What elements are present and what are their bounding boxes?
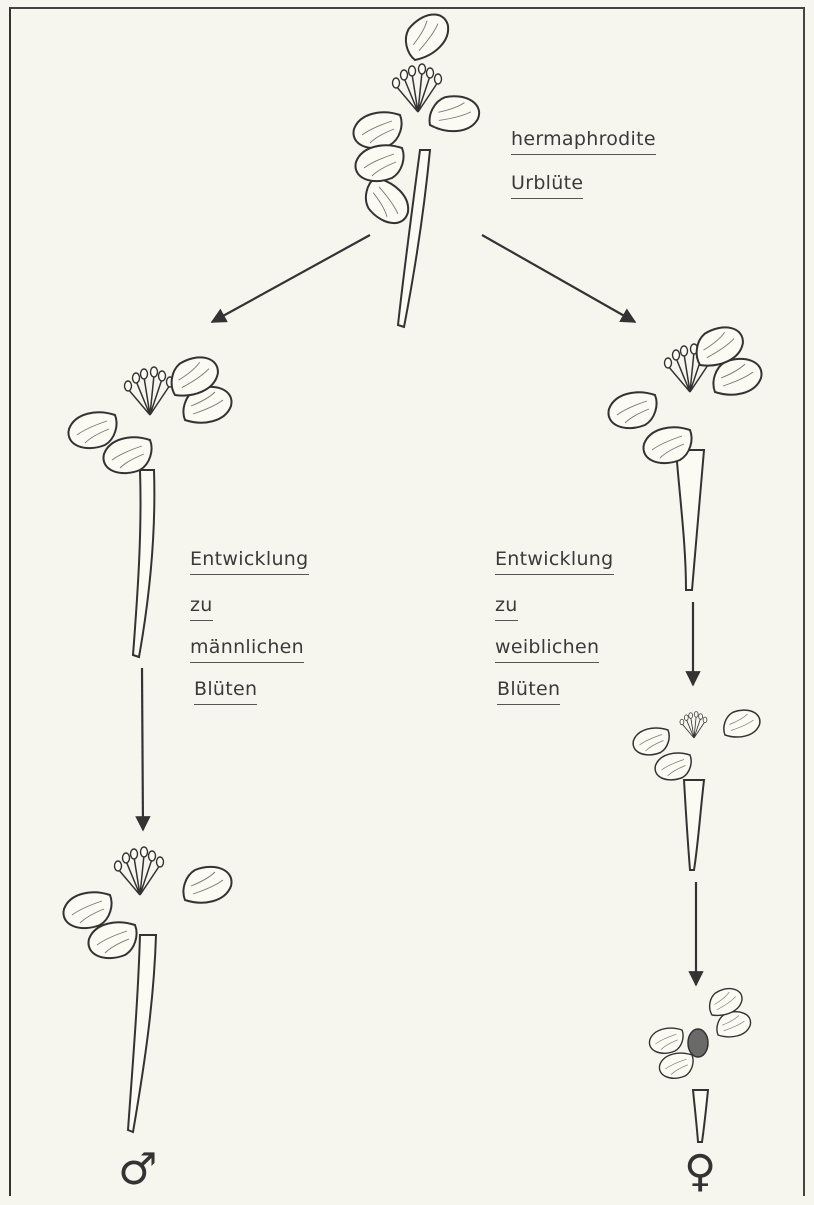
arrow-icon xyxy=(482,235,635,322)
male-symbol-icon: ♂ xyxy=(118,1148,157,1192)
female-label-line1: Entwicklung xyxy=(495,548,614,575)
male-label-line1: Entwicklung xyxy=(190,548,309,575)
female-symbol-icon: ♀ xyxy=(684,1150,716,1194)
female-flower-icon xyxy=(608,324,761,590)
female-label-line2: zu xyxy=(495,594,518,621)
root-label-line2: Urblüte xyxy=(511,172,583,199)
female-label-line3: weiblichen xyxy=(495,636,599,663)
female-developing-flower-icon xyxy=(633,710,760,870)
arrow-icon xyxy=(212,235,370,322)
root-label-line1: hermaphrodite xyxy=(511,128,656,155)
female-mature-flower-icon xyxy=(649,987,750,1142)
male-label-line3: männlichen xyxy=(190,636,304,663)
arrow-icon xyxy=(142,668,143,830)
male-label-line4: Blüten xyxy=(194,678,257,705)
male-label-line2: zu xyxy=(190,594,213,621)
male-mature-flower-icon xyxy=(63,847,231,1132)
root-flower-icon xyxy=(353,8,481,327)
female-label-line4: Blüten xyxy=(497,678,560,705)
